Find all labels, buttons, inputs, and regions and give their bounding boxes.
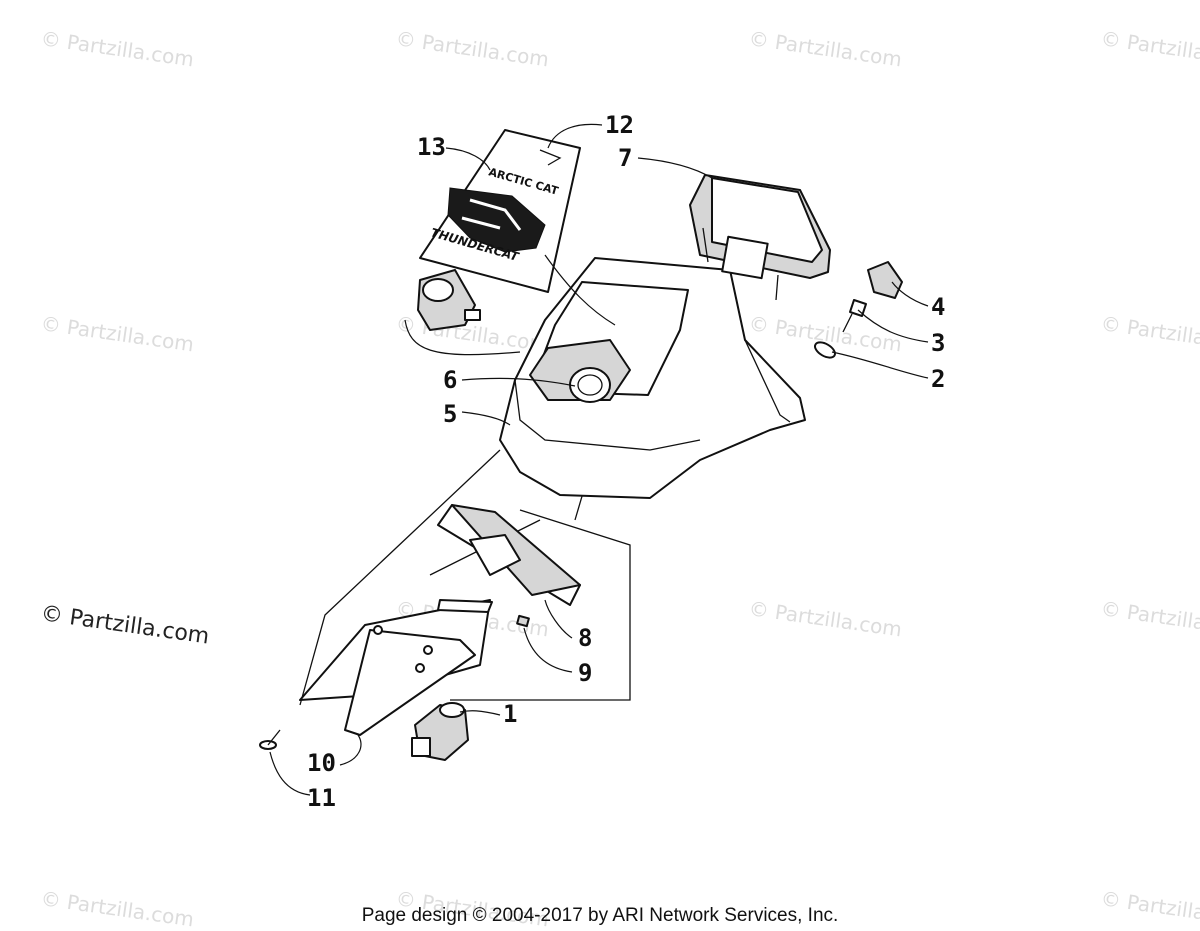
- key-part-3[interactable]: [842, 299, 867, 333]
- leader-6: [461, 377, 576, 387]
- leader-2: [831, 351, 929, 379]
- emblem-part-12[interactable]: [539, 149, 562, 166]
- leader-10: [339, 734, 362, 766]
- leader-8: [544, 599, 573, 639]
- callout-3: 3: [931, 329, 945, 357]
- leader-7: [637, 157, 713, 179]
- callout-8: 8: [578, 624, 592, 652]
- leader-11: [269, 751, 311, 796]
- watermark-text: © Partzilla.com: [394, 26, 550, 71]
- watermark-text: © Partzilla.com: [1099, 311, 1200, 356]
- watermark-text: © Partzilla.com: [39, 311, 195, 356]
- footer-copyright: Page design © 2004-2017 by ARI Network S…: [362, 905, 839, 926]
- callouts: 1 2 3 4 5 6 7 8 9 10 11 12 13: [307, 111, 945, 812]
- callout-10: 10: [307, 749, 336, 777]
- watermark-text: © Partzilla.com: [747, 26, 903, 71]
- screw-part-11[interactable]: [259, 729, 281, 750]
- tiger-graphic-icon: [447, 187, 546, 253]
- callout-1: 1: [503, 700, 517, 728]
- leader-4: [891, 281, 929, 307]
- watermark-text: © Partzilla.com: [39, 26, 195, 71]
- callout-5: 5: [443, 400, 457, 428]
- callout-11: 11: [307, 784, 336, 812]
- washer-part-2[interactable]: [812, 339, 837, 360]
- bezel-nut-part-6[interactable]: [529, 339, 631, 403]
- leader-5: [461, 411, 511, 426]
- watermark-text: © Partzilla.com: [1099, 596, 1200, 641]
- watermark-text: © Partzilla.com: [747, 596, 903, 641]
- key-fob-part-4[interactable]: [867, 261, 903, 299]
- tray-part-8[interactable]: [437, 504, 581, 606]
- clip-part-9[interactable]: [516, 614, 530, 628]
- watermark-main: © Partzilla.com: [39, 601, 211, 649]
- power-socket[interactable]: [417, 269, 481, 331]
- callout-7: 7: [618, 144, 632, 172]
- leader-3: [857, 309, 929, 343]
- callout-9: 9: [578, 659, 592, 687]
- leader-9: [523, 627, 573, 673]
- callout-12: 12: [605, 111, 634, 139]
- mounting-bracket-part-10[interactable]: [299, 599, 493, 736]
- decal-part-13[interactable]: ARCTIC CAT THUNDERCAT: [419, 129, 581, 293]
- gauge-part-7[interactable]: [689, 174, 831, 301]
- leader-13b: [544, 254, 616, 326]
- tiger-stripe-icon: [461, 198, 522, 231]
- callout-13: 13: [417, 133, 446, 161]
- leader-1: [459, 710, 501, 716]
- leader-13: [445, 147, 491, 171]
- leader-6b: [404, 319, 521, 356]
- ignition-switch-part-1[interactable]: [411, 702, 469, 761]
- leader-12: [547, 123, 603, 149]
- watermark-text: © Partzilla.com: [39, 886, 195, 931]
- watermark-text: © Partzilla.com: [1099, 26, 1200, 71]
- watermark-text: © Partzilla.com: [1099, 886, 1200, 931]
- gauge-connector: [721, 235, 769, 280]
- callout-4: 4: [931, 293, 945, 321]
- callout-2: 2: [931, 365, 945, 393]
- callout-6: 6: [443, 366, 457, 394]
- leader-lines: [269, 123, 929, 796]
